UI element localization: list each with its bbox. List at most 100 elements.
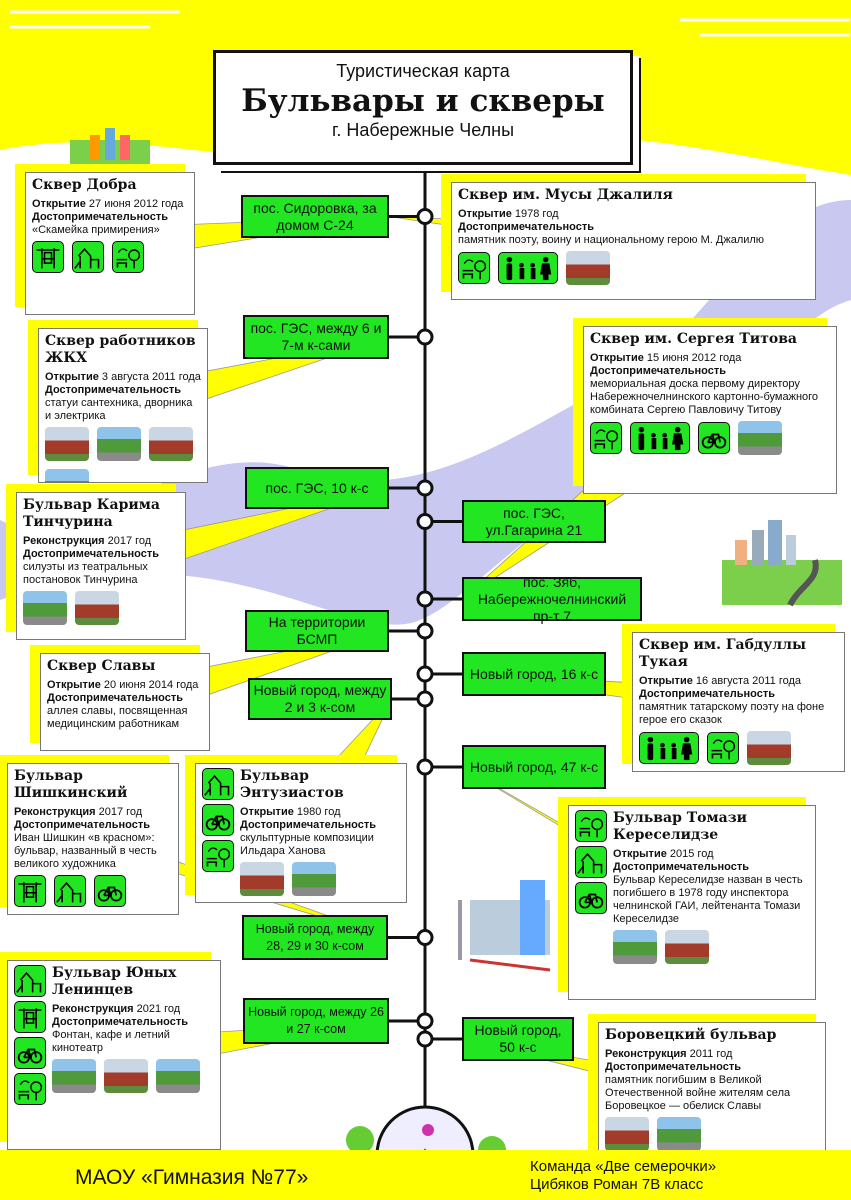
park-card: Сквер им. Мусы Джалиля Открытие 1978 год… [451, 182, 816, 300]
photo [23, 591, 67, 625]
river [0, 200, 851, 625]
station-node [416, 1012, 434, 1030]
bike-icon [202, 804, 234, 836]
photo [292, 862, 336, 896]
gym-icon [32, 241, 64, 273]
title-box: Туристическая карта Бульвары и скверы г.… [213, 50, 633, 165]
sight-label: Достопримечательность [458, 221, 594, 233]
station-label: пос. ГЭС, между 6 и 7-м к-сами [243, 315, 389, 359]
street-illustration [458, 880, 551, 972]
fact-label: Открытие [32, 198, 86, 210]
photo [45, 427, 89, 461]
station-label: Новый город, между 2 и 3 к-сом [248, 678, 392, 720]
photo [149, 427, 193, 461]
station-node [416, 758, 434, 776]
sight-label: Достопримечательность [639, 688, 775, 700]
fact-value: 2021 год [136, 1003, 181, 1015]
sight-label: Достопримечательность [605, 1061, 741, 1073]
park-icon [590, 422, 622, 454]
photo [45, 469, 89, 482]
station-label: пос. Сидоровка, за домом С-24 [241, 195, 389, 238]
bike-icon [698, 422, 730, 454]
sight-text: памятник поэту, воину и национальному ге… [458, 234, 765, 246]
station-node [416, 622, 434, 640]
team-credits: Команда «Две семерочки» Цибяков Роман 7В… [530, 1158, 716, 1194]
sight-text: силуэты из театральных постановок Тинчур… [23, 561, 148, 586]
park-card: Бульвар Энтузиастов Открытие 1980 год До… [195, 763, 407, 903]
fact-label: Реконструкция [605, 1048, 687, 1060]
map-subtitle: Туристическая карта [336, 61, 510, 81]
card-title: Боровецкий бульвар [605, 1027, 777, 1043]
fact-label: Открытие [613, 848, 667, 860]
station-node [416, 479, 434, 497]
sight-text: памятник погибшим в Великой Отечественно… [605, 1074, 791, 1112]
fact-label: Реконструкция [52, 1003, 134, 1015]
sight-label: Достопримечательность [52, 1016, 188, 1028]
station-node [416, 590, 434, 608]
station-label: Новый город, 16 к-с [462, 652, 606, 696]
playground-icon [14, 965, 46, 997]
sight-label: Достопримечательность [613, 861, 749, 873]
park-illustration [70, 128, 150, 175]
sight-label: Достопримечательность [45, 384, 181, 396]
park-card: Бульвар Томази Кереселидзе Открытие 2015… [568, 805, 816, 1000]
park-card: Боровецкий бульвар Реконструкция 2011 го… [598, 1022, 826, 1162]
fact-value: 1980 год [296, 806, 341, 818]
gym-icon [14, 1001, 46, 1033]
station-label: Новый город, 50 к-с [462, 1017, 574, 1061]
gym-icon [14, 875, 46, 907]
card-title: Бульвар Энтузиастов [240, 768, 344, 801]
footer-band [0, 1150, 851, 1200]
card-title: Сквер им. Сергея Титова [590, 331, 797, 347]
photo [104, 1059, 148, 1093]
card-title: Бульвар Шишкинский [14, 768, 128, 801]
card-title: Сквер им. Габдуллы Тукая [639, 637, 806, 670]
author-name: Цибяков Роман 7В класс [530, 1176, 704, 1193]
station-node [416, 690, 434, 708]
fact-label: Открытие [47, 679, 101, 691]
park-icon [112, 241, 144, 273]
station-label: Новый город, между 26 и 27 к-сом [243, 998, 389, 1044]
card-title: Бульвар Карима Тинчурина [23, 497, 160, 530]
team-name: Команда «Две семерочки» [530, 1158, 717, 1175]
family-icon [639, 732, 699, 764]
fact-value: 2017 год [107, 535, 152, 547]
station-label: На территории БСМП [245, 610, 389, 652]
station-node [416, 208, 434, 225]
fact-label: Открытие [240, 806, 294, 818]
card-title: Сквер работников ЖКХ [45, 333, 196, 366]
photo [665, 930, 709, 964]
sight-text: мемориальная доска первому директору Наб… [590, 378, 819, 416]
sight-text: скульптурные композиции Ильдара Ханова [240, 832, 374, 857]
sight-label: Достопримечательность [47, 692, 183, 704]
park-icon [202, 840, 234, 872]
park-card: Сквер Славы Открытие 20 июня 2014 года Д… [40, 653, 210, 751]
photo [566, 251, 610, 285]
station-label: пос. ГЭС, 10 к-с [245, 467, 389, 509]
sight-label: Достопримечательность [32, 211, 168, 223]
fact-label: Открытие [590, 352, 644, 364]
card-title: Сквер им. Мусы Джалиля [458, 187, 673, 203]
playground-icon [72, 241, 104, 273]
card-title: Бульвар Томази Кереселидзе [613, 810, 748, 843]
fact-value: 2017 год [98, 806, 143, 818]
station-label: пос. ГЭС, ул.Гагарина 21 [462, 500, 606, 543]
photo [738, 421, 782, 455]
bike-icon [575, 882, 607, 914]
fact-label: Открытие [639, 675, 693, 687]
station-node [416, 1030, 434, 1048]
park-icon [14, 1073, 46, 1105]
fact-value: 3 августа 2011 года [101, 371, 201, 383]
fact-value: 20 июня 2014 года [103, 679, 199, 691]
bike-icon [94, 875, 126, 907]
park-card: Сквер работников ЖКХ Открытие 3 августа … [38, 328, 208, 483]
fact-value: 16 августа 2011 года [695, 675, 802, 687]
family-icon [630, 422, 690, 454]
decor-stripes [10, 10, 850, 37]
photo [613, 930, 657, 964]
fact-label: Открытие [458, 208, 512, 220]
bike-icon [14, 1037, 46, 1069]
station-node [416, 513, 434, 530]
fact-value: 2015 год [669, 848, 714, 860]
playground-icon [54, 875, 86, 907]
